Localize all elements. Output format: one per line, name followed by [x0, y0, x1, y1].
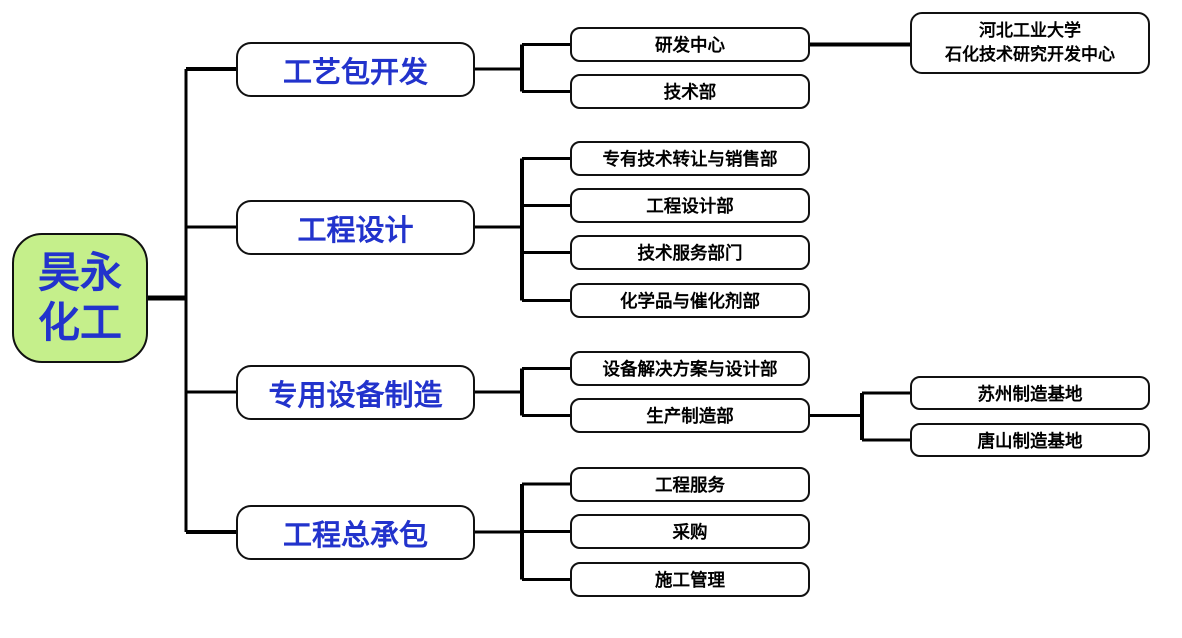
org-hebei-university-petrochem-center: 河北工业大学 石化技术研究开发中心 [910, 12, 1150, 74]
node-root-company: 昊永 化工 [12, 233, 148, 363]
dept-technical-service: 技术服务部门 [570, 235, 810, 270]
dept-technology: 技术部 [570, 74, 810, 109]
branch-engineering-design: 工程设计 [236, 200, 475, 255]
dept-chemicals-catalysts: 化学品与催化剂部 [570, 283, 810, 318]
dept-engineering-service: 工程服务 [570, 467, 810, 502]
site-tangshan-manufacturing-base: 唐山制造基地 [910, 423, 1150, 457]
branch-process-package-development: 工艺包开发 [236, 42, 475, 97]
branch-engineering-general-contracting: 工程总承包 [236, 505, 475, 560]
branch-special-equipment-manufacturing: 专用设备制造 [236, 365, 475, 420]
spine-connectors [148, 67, 236, 534]
dept-rd-center: 研发中心 [570, 27, 810, 62]
branch4-connectors [475, 482, 570, 581]
dept-engineering-design: 工程设计部 [570, 188, 810, 223]
branch1-connectors [475, 42, 912, 93]
dept-tech-transfer-sales: 专有技术转让与销售部 [570, 141, 810, 176]
dept-equipment-solutions-design: 设备解决方案与设计部 [570, 351, 810, 386]
branch2-connectors [475, 157, 570, 302]
dept-construction-management: 施工管理 [570, 562, 810, 597]
site-suzhou-manufacturing-base: 苏州制造基地 [910, 376, 1150, 410]
dept-procurement: 采购 [570, 514, 810, 549]
branch3-connectors [475, 367, 912, 442]
dept-production-manufacturing: 生产制造部 [570, 398, 810, 433]
